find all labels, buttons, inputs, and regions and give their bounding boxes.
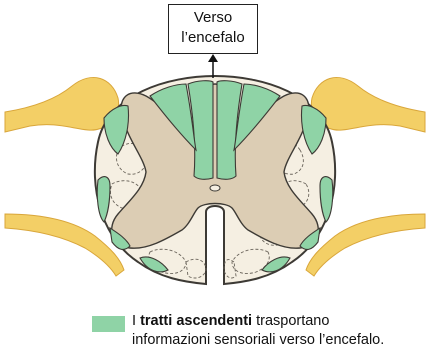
legend-prefix: I bbox=[132, 313, 136, 329]
legend-line-2: informazioni sensoriali verso l’encefalo… bbox=[132, 332, 384, 348]
callout-line-1: Verso bbox=[169, 8, 257, 28]
legend: I tratti ascendenti trasportano informaz… bbox=[92, 312, 422, 350]
callout-box: Verso l’encefalo bbox=[168, 4, 258, 54]
upper-right-nerve bbox=[311, 77, 425, 132]
central-canal bbox=[210, 185, 220, 191]
legend-rest: trasportano bbox=[252, 313, 329, 329]
upper-left-nerve bbox=[5, 77, 119, 132]
callout-line-2: l’encefalo bbox=[169, 28, 257, 48]
arrow-head-icon bbox=[208, 54, 218, 62]
legend-text: I tratti ascendenti trasportano informaz… bbox=[132, 312, 384, 350]
legend-bold: tratti ascendenti bbox=[140, 313, 252, 329]
legend-swatch bbox=[92, 316, 125, 332]
